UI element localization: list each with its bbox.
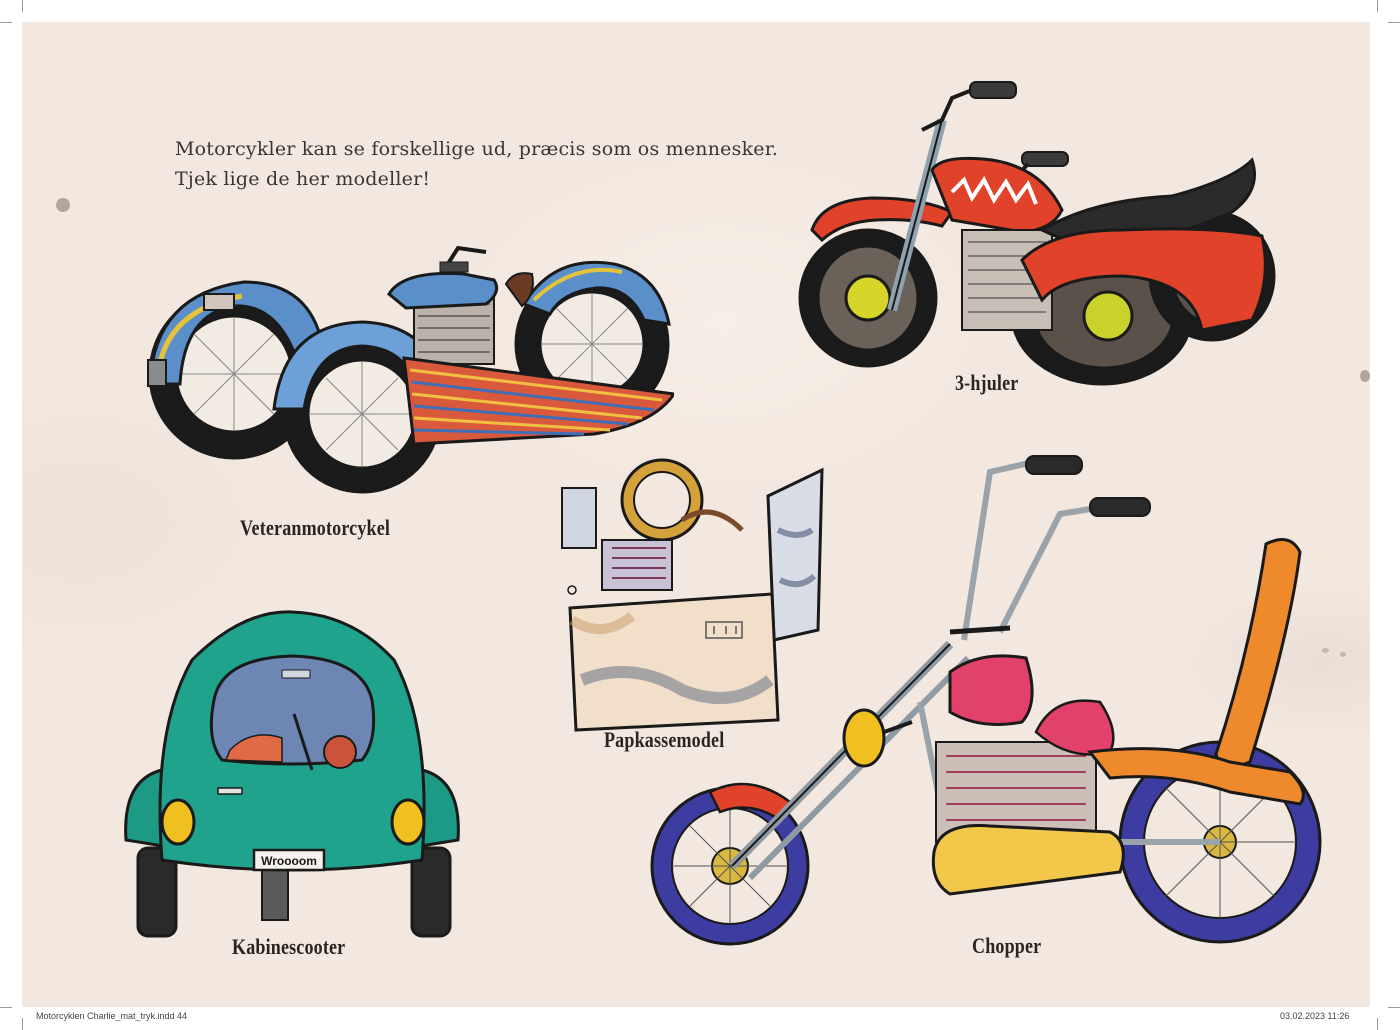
chopper-icon: [650, 455, 1322, 946]
beetle-car-icon: Wroooom: [124, 610, 460, 938]
intro-line-1: Motorcykler kan se forskellige ud, præci…: [175, 138, 779, 160]
cardboard-box-icon: [561, 458, 824, 732]
crop-mark: [0, 1007, 12, 1008]
intro-line-2: Tjek lige de her modeller!: [175, 168, 431, 190]
crop-mark: [1388, 22, 1400, 23]
date-slug: 03.02.2023 11:26: [1280, 1011, 1350, 1021]
crop-mark: [22, 1018, 23, 1030]
intro-text: Motorcykler kan se forskellige ud, præci…: [175, 134, 778, 194]
paper-stain: [1360, 370, 1370, 382]
veteran-label: Veteranmotorcykel: [240, 515, 391, 540]
crop-mark: [1377, 1018, 1378, 1030]
box-label: Papkassemodel: [604, 727, 725, 752]
paper-stain: [56, 198, 70, 212]
book-page: Motorcykler kan se forskellige ud, præci…: [22, 22, 1370, 1007]
chopper-label: Chopper: [972, 933, 1042, 958]
crop-mark: [22, 0, 23, 12]
veteran-motorcycle-icon: [147, 245, 674, 494]
paper-stain: [1340, 652, 1346, 657]
trike-label: 3-hjuler: [955, 370, 1019, 395]
file-slug: Motorcyklen Charlie_mat_tryk.indd 44: [36, 1011, 188, 1021]
crop-mark: [1377, 0, 1378, 12]
trike-icon: [798, 81, 1276, 386]
car-label: Kabinescooter: [232, 934, 346, 959]
license-plate-text: Wroooom: [261, 854, 317, 868]
crop-mark: [0, 22, 12, 23]
paper-stain: [1322, 648, 1329, 653]
crop-mark: [1388, 1007, 1400, 1008]
